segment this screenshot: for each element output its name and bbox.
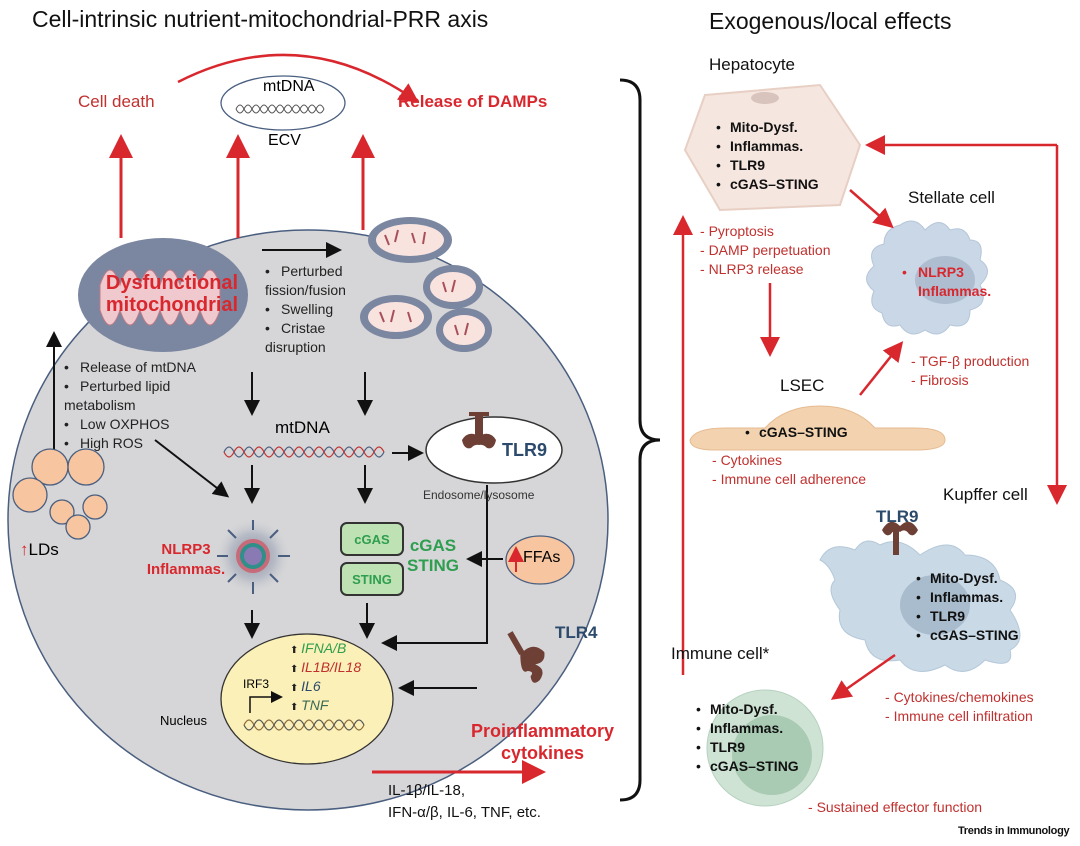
release-damps-label: Release of DAMPs [398,92,548,111]
gene-item: TNF [290,697,361,716]
stellate-label: Stellate cell [908,188,995,207]
metabolic-change-item: Release of mtDNA [64,358,204,377]
cytokine-list: IL-1β/IL-18, IFN-α/β, IL-6, TNF, etc. [388,782,541,821]
dysfunctional-mito-label: Dysfunctional mitochondrial [105,272,239,316]
cytosolic-dna-icon [223,446,385,458]
endosome-label: Endosome/lysosome [423,488,535,502]
tlr9-label: TLR9 [502,440,547,460]
ecv-dna-icon [235,104,325,114]
hepatocyte-effects: Pyroptosis DAMP perpetuation NLRP3 relea… [700,222,831,279]
lsec-items: cGAS–STING [745,423,848,442]
metabolic-change-item: Low OXPHOS [64,415,204,434]
irf3-label: IRF3 [243,677,270,691]
brace [619,78,661,802]
ffas-label: FFAs [523,549,561,566]
hepatocyte-label: Hepatocyte [709,55,795,74]
lsec-label: LSEC [780,376,825,395]
arrow-hep-to-stellate [849,189,894,229]
immune-effects: Sustained effector function [808,798,983,817]
arc-arrow [177,53,420,103]
mito-change-item: Perturbed fission/fusion [265,262,380,300]
lsec-effects: Cytokines Immune cell adherence [712,451,867,489]
tlr9-receptor-icon [462,412,496,449]
kupffer-tlr9-icon [882,521,918,555]
stellate-effects: TGF-β production Fibrosis [911,352,1029,390]
mito-changes-list: Perturbed fission/fusion Swelling Crista… [265,262,380,357]
proinflammatory-label: Proinflammatory cytokines [470,721,615,763]
nlrp3-label: NLRP3 Inflammas. [146,541,226,578]
ecv-mtdna-label: mtDNA [263,78,315,95]
tlr4-label: TLR4 [555,623,598,642]
cgas-box: cGAS [340,522,404,556]
kupffer-tlr9-label: TLR9 [876,507,919,526]
immune-items: Mito-Dysf. Inflammas. TLR9 cGAS–STING [696,700,799,776]
left-panel-title: Cell-intrinsic nutrient-mitochondrial-PR… [32,6,489,32]
immune-cell-label: Immune cell* [671,644,770,663]
gene-item: IFNA/B [290,640,361,659]
cgas-sting-label: cGAS STING [407,536,459,575]
ecv-vesicle [220,75,346,131]
arrow-kupffer-to-immune [830,653,896,700]
metabolic-change-item: High ROS [64,434,204,453]
nucleus-label: Nucleus [160,713,207,728]
kupffer-effects: Cytokines/chemokines Immune cell infiltr… [885,688,1034,726]
cell-death-label: Cell death [78,92,155,111]
tlr4-receptor-icon [507,631,545,683]
arrow-lsec-to-stellate [859,341,904,396]
hepatocyte-items: Mito-Dysf. Inflammas. TLR9 cGAS–STING [716,118,819,194]
gene-item: IL6 [290,678,361,697]
gene-item: IL1B/IL18 [290,659,361,678]
ecv-label: ECV [268,132,301,149]
stellate-items: •NLRP3 Inflammas. [902,264,992,299]
gene-list: IFNA/B IL1B/IL18 IL6 TNF [290,640,361,716]
mito-change-item: Cristae disruption [265,319,380,357]
mito-change-item: Swelling [265,300,380,319]
metabolic-change-item: Perturbed lipid metabolism [64,377,204,415]
increase-arrow-icon: ↑ [20,540,29,559]
right-panel-title: Exogenous/local effects [709,8,952,34]
endosome [425,416,563,484]
sting-box: STING [340,562,404,596]
cytosolic-mtdna-label: mtDNA [275,418,330,437]
kupffer-items: Mito-Dysf. Inflammas. TLR9 cGAS–STING [916,569,1019,645]
lds-label: ↑LDs [20,540,59,559]
kupffer-label: Kupffer cell [943,485,1028,504]
metabolic-changes-list: Release of mtDNA Perturbed lipid metabol… [64,358,204,453]
nucleus-dna-icon [243,719,365,731]
journal-logo: Trends in Immunology [958,825,1070,837]
lipid-droplets [12,448,108,540]
inflammasome-icon [215,518,291,594]
